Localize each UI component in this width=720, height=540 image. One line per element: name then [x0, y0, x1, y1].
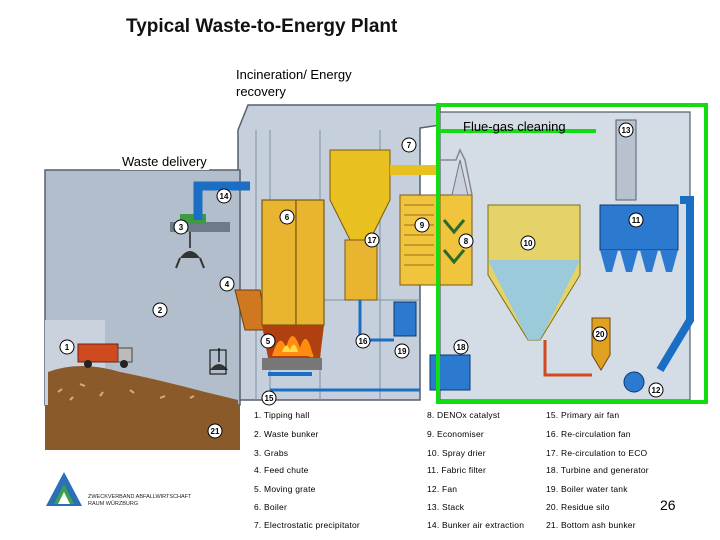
marker-12-text: 12: [652, 386, 661, 395]
marker-18-text: 18: [457, 343, 466, 352]
logo-line1: ZWECKVERBAND ABFALLWIRTSCHAFT: [88, 494, 192, 500]
waste-delivery-label: Waste delivery: [120, 153, 209, 170]
legend-item-5: 5. Moving grate: [254, 484, 316, 494]
bottom-ash-bunker: [45, 405, 240, 450]
flue-gas-label: Flue-gas cleaning: [463, 119, 566, 134]
marker-10-text: 10: [524, 239, 533, 248]
fabric-filter: [599, 204, 679, 251]
marker-17: [364, 232, 380, 248]
marker-1-text: 1: [65, 343, 70, 352]
marker-6-text: 6: [285, 213, 290, 222]
marker-12: [648, 382, 664, 398]
legend-item-11: 11. Fabric filter: [427, 465, 486, 475]
flue-gas-highlight-box: [436, 103, 708, 404]
marker-16: [355, 333, 371, 349]
marker-20-text: 20: [596, 330, 605, 339]
flue-duct-to-fan: [656, 196, 694, 373]
incineration-label-line2: recovery: [236, 84, 286, 99]
marker-9: [414, 217, 430, 233]
marker-group: 1 2 3 4 5 6 7 8 9 10 11 12 13 14 15 16 1…: [59, 122, 664, 406]
marker-3-text: 3: [179, 223, 184, 232]
legend-item-8: 8. DENOx catalyst: [427, 410, 500, 420]
marker-8: [458, 233, 474, 249]
legend-item-12: 12. Fan: [427, 484, 458, 494]
stack: [615, 119, 637, 201]
marker-4-text: 4: [225, 280, 230, 289]
marker-1: [59, 339, 75, 355]
legend-item-21: 21. Bottom ash bunker: [546, 520, 636, 530]
marker-10: [520, 235, 536, 251]
marker-13-text: 13: [622, 126, 631, 135]
grab-icon: [180, 251, 200, 258]
marker-17-text: 17: [368, 236, 377, 245]
fan-icon: [623, 371, 645, 393]
marker-15: [261, 390, 277, 406]
legend-item-14: 14. Bunker air extraction: [427, 520, 525, 530]
boiler-water-tank: [393, 301, 417, 337]
boiler-pass-2: [295, 199, 325, 326]
marker-14-text: 14: [220, 192, 229, 201]
zaw-logo: ZWECKVERBAND ABFALLWIRTSCHAFT RAUM WÜRZB…: [44, 470, 194, 520]
legend-item-4: 4. Feed chute: [254, 465, 309, 475]
marker-21-overlay: 21: [207, 423, 223, 439]
legend-item-20: 20. Residue silo: [546, 502, 610, 512]
legend-item-2: 2. Waste bunker: [254, 429, 319, 439]
marker-16-text: 16: [359, 337, 368, 346]
legend-item-10: 10. Spray drier: [427, 448, 486, 458]
marker-20: [592, 326, 608, 342]
legend-item-9: 9. Economiser: [427, 429, 484, 439]
marker-5: [260, 333, 276, 349]
legend-item-1: 1. Tipping hall: [254, 410, 310, 420]
marker-13: [618, 122, 634, 138]
marker-11-text: 11: [632, 216, 641, 225]
logo-triangle-icon: [46, 472, 82, 506]
legend-item-17: 17. Re-circulation to ECO: [546, 448, 648, 458]
legend-item-19: 19. Boiler water tank: [546, 484, 628, 494]
legend-item-13: 13. Stack: [427, 502, 465, 512]
legend-item-6: 6. Boiler: [254, 502, 287, 512]
marker-4: [219, 276, 235, 292]
marker-2: [152, 302, 168, 318]
marker-3: [173, 219, 189, 235]
legend-item-18: 18. Turbine and generator: [546, 465, 649, 475]
incineration-label: Incineration/ Energy recovery: [236, 66, 352, 100]
marker-7: [401, 137, 417, 153]
marker-8-text: 8: [464, 237, 469, 246]
moving-grate: [262, 358, 322, 370]
marker-9-text: 9: [420, 221, 425, 230]
incineration-label-line1: Incineration/ Energy: [236, 67, 352, 82]
legend-item-16: 16. Re-circulation fan: [546, 429, 631, 439]
plant-diagram: 1 2 3 4 5 6 7 8 9 10 11 12 13 14 15 16 1…: [44, 103, 708, 406]
marker-5-text: 5: [266, 337, 271, 346]
economiser: [399, 194, 439, 286]
marker-11: [628, 212, 644, 228]
marker-7-text: 7: [407, 141, 412, 150]
legend-item-15: 15. Primary air fan: [546, 410, 620, 420]
marker-18: [453, 339, 469, 355]
crane-trolley: [180, 214, 206, 224]
marker-15-text: 15: [265, 394, 274, 403]
page-number: 26: [660, 497, 676, 513]
logo-line2: RAUM WÜRZBURG: [88, 501, 139, 507]
legend-item-3: 3. Grabs: [254, 448, 289, 458]
legend-item-7: 7. Electrostatic precipitator: [254, 520, 360, 530]
legend: 1. Tipping hall 8. DENOx catalyst 15. Pr…: [252, 406, 672, 536]
marker-21-overlay-text: 21: [211, 427, 220, 436]
garbage-truck: [77, 343, 119, 363]
marker-19: [394, 343, 410, 359]
bunker-air-duct: [193, 181, 250, 220]
page-title: Typical Waste-to-Energy Plant: [126, 16, 398, 37]
marker-2-text: 2: [158, 306, 163, 315]
marker-19-text: 19: [398, 347, 407, 356]
waste-pile: [48, 366, 238, 405]
marker-6: [279, 209, 295, 225]
marker-14: [216, 188, 232, 204]
